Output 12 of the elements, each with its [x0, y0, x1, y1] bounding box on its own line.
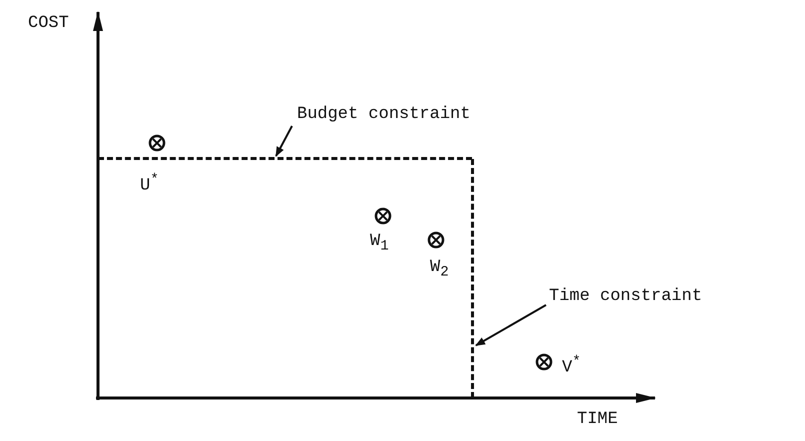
axis-label: COST [28, 14, 69, 34]
point-label: W$_{2}$ [430, 258, 449, 282]
constraint-label: Time constraint [549, 287, 702, 307]
point-label: W$_{1}$ [370, 232, 389, 256]
dashed-budget-line [98, 157, 472, 160]
leader-arrow [475, 304, 546, 346]
point-label: U$^{*}$ [140, 171, 159, 197]
leader-arrow [275, 126, 293, 157]
point-label: V$^{*}$ [562, 353, 581, 379]
constraint-label: Budget constraint [297, 105, 470, 125]
dashed-time-line [471, 159, 474, 398]
axis-label: TIME [577, 410, 618, 430]
